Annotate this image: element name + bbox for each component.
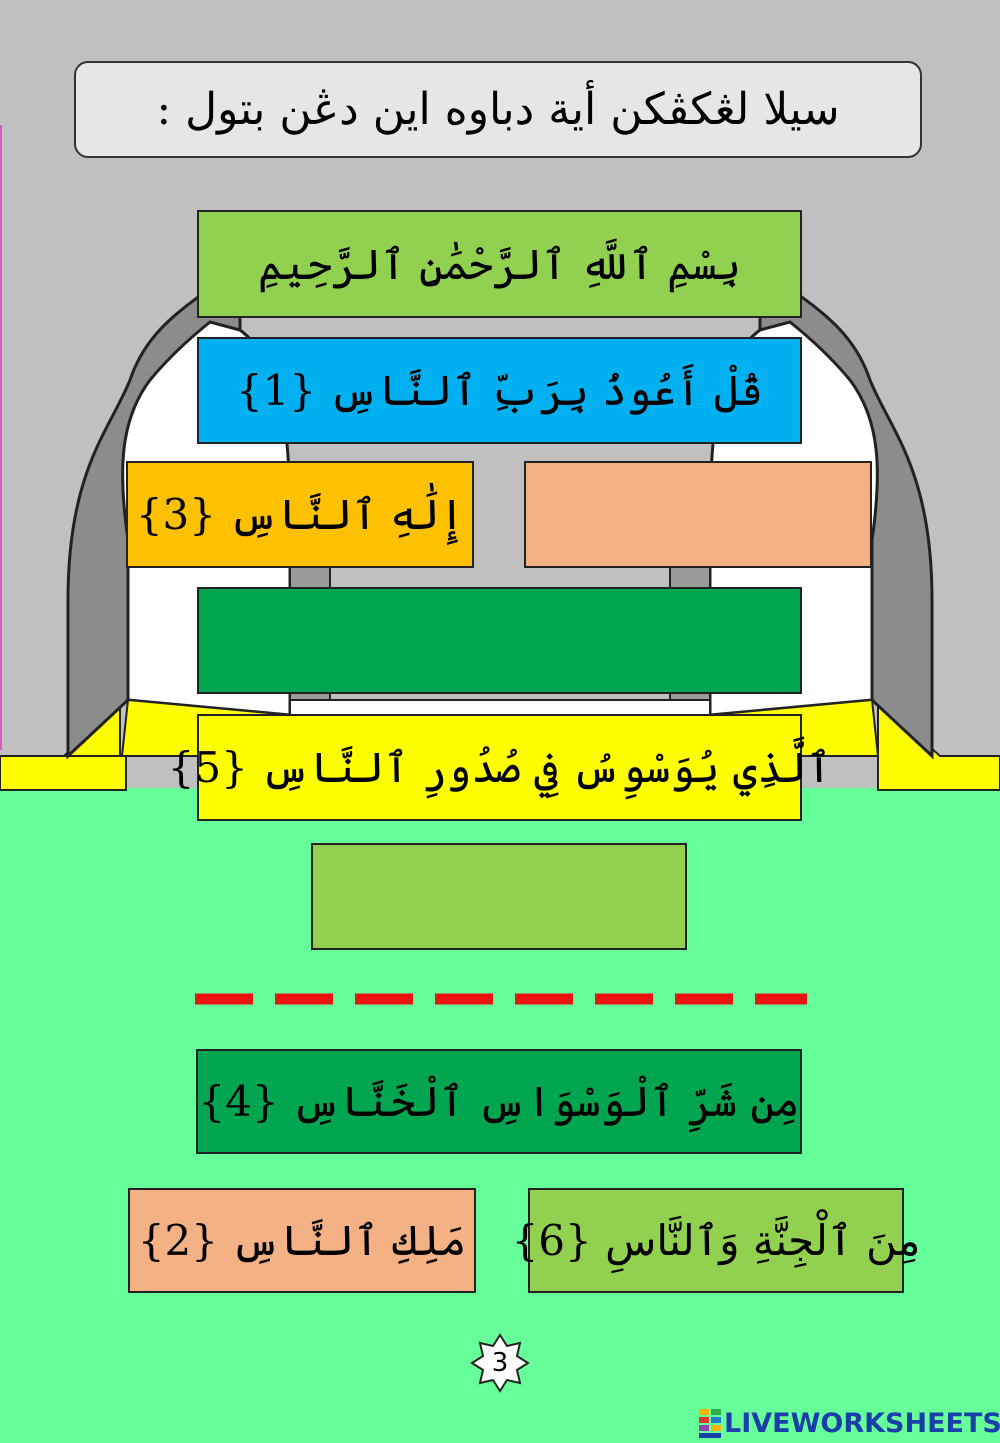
- answer-verse-6[interactable]: مِنَ ٱلْجِنَّةِ وَٱلنَّاسِ {6}: [512, 1188, 920, 1293]
- answer-drop-slot-green[interactable]: [197, 587, 802, 694]
- instruction-title: سيلا لڠكڤكن أية دباوه اين دڠن بتول :: [74, 61, 922, 158]
- verse-1-box: قُلْ أَعُوذُ بِرَبِّ ٱلنَّاسِ {1}: [197, 337, 802, 444]
- octagram-badge-icon: [470, 1333, 530, 1393]
- answer-drop-slot-lightgreen[interactable]: [311, 843, 687, 950]
- liveworksheets-logo-icon: [699, 1409, 721, 1438]
- answer-drop-slot-peach[interactable]: [524, 461, 872, 568]
- brand-footer[interactable]: LIVEWORKSHEETS: [698, 1405, 1000, 1441]
- page-edge-line: [0, 125, 2, 750]
- basmalah-box: بِسْمِ ٱللَّهِ ٱلرَّحْمَٰنِ ٱلرَّحِيمِ: [197, 210, 802, 318]
- dashed-separator: [195, 993, 807, 1005]
- page-number: 3: [491, 1348, 509, 1378]
- brand-name: LIVEWORKSHEETS: [724, 1407, 1000, 1439]
- answer-verse-2[interactable]: مَلِكِ ٱلنَّاسِ {2}: [128, 1188, 476, 1293]
- answer-verse-4[interactable]: مِن شَرِّ ٱلْوَسْوَاسِ ٱلْخَنَّاسِ {4}: [196, 1049, 802, 1154]
- verse-3-box: إِلَٰهِ ٱلنَّاسِ {3}: [126, 461, 474, 568]
- verse-5-box: ٱلَّذِي يُوَسْوِسُ فِي صُدُورِ ٱلنَّاسِ …: [168, 714, 831, 821]
